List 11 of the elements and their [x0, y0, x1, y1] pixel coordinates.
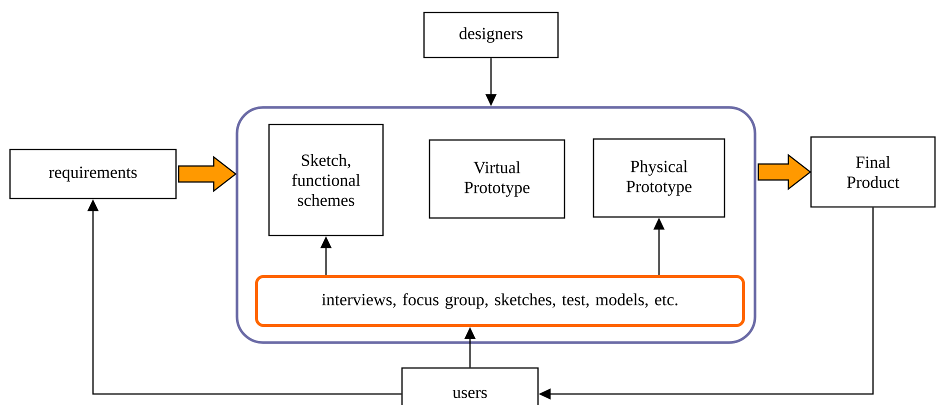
- text-box: Virtual Prototype: [428, 139, 566, 219]
- text-box: Sketch, functional schemes: [268, 124, 384, 236]
- method-box: interviews, focus group, sketches, test, models, etc.: [255, 275, 745, 327]
- text-box: Final Product: [810, 136, 936, 208]
- text-box: requirements: [9, 148, 177, 200]
- arrow: [758, 154, 812, 190]
- process-container: [236, 106, 756, 344]
- arrow: [178, 156, 237, 192]
- text-box: Physical Prototype: [592, 138, 726, 218]
- text-box: users: [401, 367, 539, 405]
- text-box: designers: [423, 12, 559, 58]
